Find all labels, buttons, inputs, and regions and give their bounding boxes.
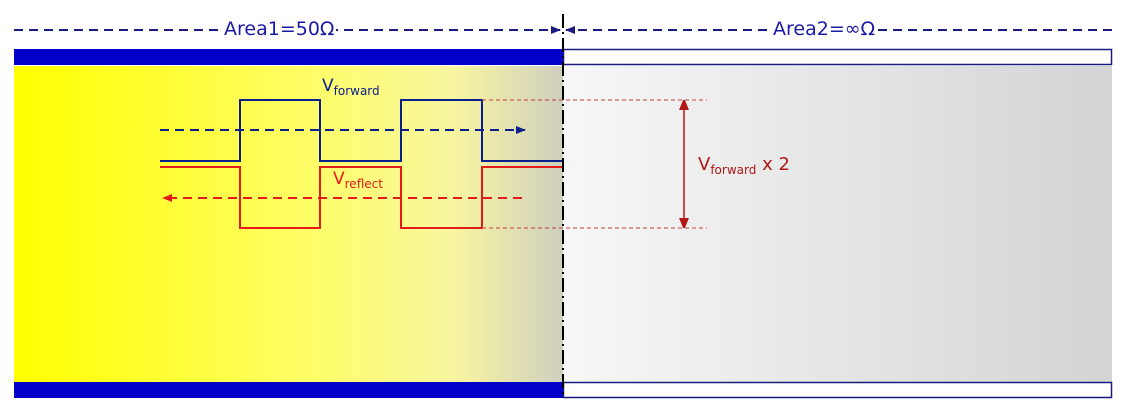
area2-top-conductor [562,48,1113,66]
amplitude-label-base: V [698,154,711,175]
area1-top-conductor [14,49,563,65]
amplitude-label-suffix: x 2 [756,154,790,175]
forward-label: Vforward [322,76,380,98]
area2-dielectric [563,66,1112,382]
reflect-label-base: V [333,169,345,189]
area1-label: Area1=50Ω [222,18,337,40]
area1-dielectric [14,66,563,382]
area2-label: Area2=∞Ω [771,18,878,40]
amplitude-label: Vforward x 2 [698,154,790,177]
forward-label-sub: forward [333,84,380,98]
area2-bottom-conductor [562,381,1113,399]
forward-label-base: V [322,76,334,96]
reflect-label-sub: reflect [344,177,383,191]
amplitude-label-sub: forward [710,163,757,177]
area1-bottom-conductor [14,382,563,398]
reflect-label: Vreflect [333,169,383,191]
reflect-waveform [160,166,562,229]
